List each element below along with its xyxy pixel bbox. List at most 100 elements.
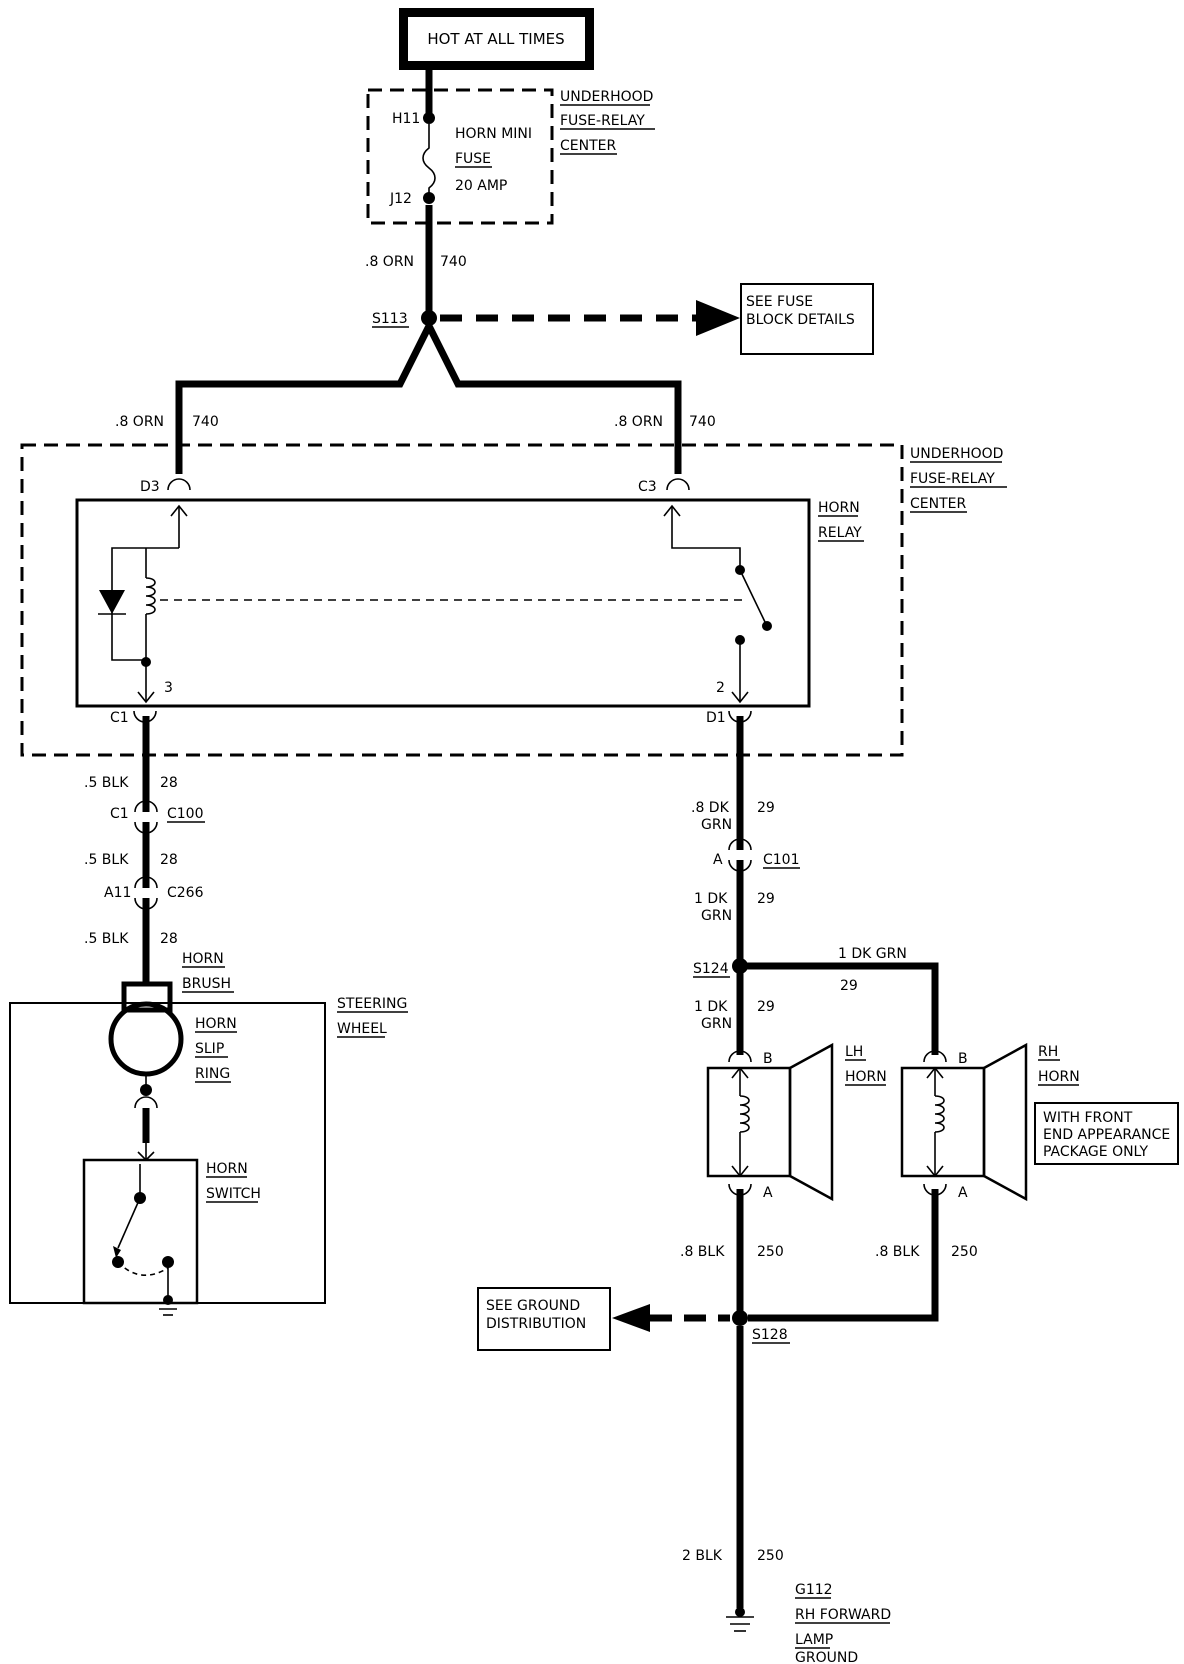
pin-d1: D1 <box>706 710 726 726</box>
relay-center-title-3: CENTER <box>910 496 966 512</box>
c101-pin: A <box>713 852 723 868</box>
lh-label-2: HORN <box>845 1069 887 1085</box>
horn-slip-ring <box>108 1001 184 1077</box>
right-circuit: 740 <box>689 414 716 430</box>
lh-gnd-circuit: 250 <box>757 1244 784 1260</box>
hot-at-all-times-box: HOT AT ALL TIMES <box>399 8 594 70</box>
brush-label-1: HORN <box>182 951 224 967</box>
lh-horn-bell <box>788 1042 834 1202</box>
ref-arrow <box>696 300 740 336</box>
lh-pin-b: B <box>763 1051 773 1067</box>
left-gauge: .8 ORN <box>115 414 164 430</box>
s113-label: S113 <box>372 311 408 327</box>
fuse-block-ref-1: SEE FUSE <box>746 294 813 310</box>
ground-ref-box <box>477 1287 611 1351</box>
splice-s113 <box>421 310 437 326</box>
branch-circuit: 29 <box>840 978 858 994</box>
pin-h11: H11 <box>392 111 420 127</box>
c266-pin: A11 <box>104 885 131 901</box>
blk3-gauge: .5 BLK <box>84 931 129 947</box>
terminal-3: 3 <box>164 680 173 696</box>
splice-s128 <box>732 1310 748 1326</box>
slip-label-3: RING <box>195 1066 230 1082</box>
grn1-gauge-2: GRN <box>701 817 732 833</box>
rh-note-3: PACKAGE ONLY <box>1043 1144 1148 1160</box>
main-gnd-gauge: 2 BLK <box>682 1548 723 1564</box>
c266-label: C266 <box>167 885 204 901</box>
rh-gnd-gauge: .8 BLK <box>875 1244 920 1260</box>
c100-pin: C1 <box>110 806 129 822</box>
pin-d3: D3 <box>140 479 160 495</box>
s128-label: S128 <box>752 1327 788 1343</box>
fuse-block-top: H11 J12 HORN MINI FUSE 20 AMP UNDERHOOD … <box>366 70 655 225</box>
slip-label-1: HORN <box>195 1016 237 1032</box>
lh-horn-coil <box>739 1095 750 1133</box>
fuse-block-title-1: UNDERHOOD <box>560 89 653 105</box>
relay-contact-arm <box>739 569 766 623</box>
lh-pin-a: A <box>763 1185 773 1201</box>
rh-horn-bell <box>982 1042 1028 1202</box>
rh-label-1: RH <box>1038 1044 1058 1060</box>
hot-label: HOT AT ALL TIMES <box>427 30 564 48</box>
ground-id: G112 <box>795 1582 833 1598</box>
horn-switch-arm <box>117 1197 141 1249</box>
fuse-block-ref-2: BLOCK DETAILS <box>746 312 855 328</box>
wire-left-740 <box>175 324 433 474</box>
horn-switch-box <box>82 1158 199 1305</box>
grn2-circuit: 29 <box>757 891 775 907</box>
pin-c1: C1 <box>110 710 129 726</box>
fuse-block-outline <box>366 88 554 225</box>
lh-horn-body <box>706 1066 792 1178</box>
switch-label-2: SWITCH <box>206 1186 261 1202</box>
main-gnd-circuit: 250 <box>757 1548 784 1564</box>
connector-c3 <box>666 478 690 491</box>
lh-label-1: LH <box>845 1044 863 1060</box>
rh-note-2: END APPEARANCE <box>1043 1127 1170 1143</box>
grn3-gauge-2: GRN <box>701 1016 732 1032</box>
wire-right-740 <box>425 324 682 474</box>
steering-label-2: WHEEL <box>337 1021 387 1037</box>
slip-label-2: SLIP <box>195 1041 224 1057</box>
grn3-gauge-1: 1 DK <box>694 999 728 1015</box>
grn2-gauge-2: GRN <box>701 908 732 924</box>
branch-gauge: 1 DK GRN <box>838 946 907 962</box>
fuse-name-1: HORN MINI <box>455 126 532 142</box>
relay-label-1: HORN <box>818 500 860 516</box>
brush-label-2: BRUSH <box>182 976 231 992</box>
lh-horn: B A LH HORN <box>706 1042 887 1202</box>
rh-label-2: HORN <box>1038 1069 1080 1085</box>
grn2-gauge-1: 1 DK <box>694 891 728 907</box>
grn1-gauge-1: .8 DK <box>691 800 730 816</box>
fuse-block-title-2: FUSE-RELAY <box>560 113 645 129</box>
s124-label: S124 <box>693 961 729 977</box>
left-circuit: 740 <box>192 414 219 430</box>
pin-j12-dot <box>423 192 435 204</box>
terminal-2: 2 <box>716 680 725 696</box>
ground-line-3: GROUND <box>795 1650 858 1664</box>
wire-dkgrn-branch <box>740 962 939 1055</box>
relay-coil <box>145 577 156 615</box>
grn3-circuit: 29 <box>757 999 775 1015</box>
lh-connector-b <box>728 1050 752 1063</box>
pin-h11-dot <box>423 112 435 124</box>
rh-horn-coil <box>934 1095 945 1133</box>
rh-note-1: WITH FRONT <box>1043 1110 1133 1126</box>
ground-ref-2: DISTRIBUTION <box>486 1316 586 1332</box>
ground-line-2: LAMP <box>795 1632 833 1648</box>
c100-label: C100 <box>167 806 204 822</box>
pin-j12: J12 <box>389 191 412 207</box>
relay-diode <box>99 590 125 614</box>
blk2-gauge: .5 BLK <box>84 852 129 868</box>
connector-d3 <box>167 478 191 491</box>
fuse-block-ref-box <box>740 283 874 355</box>
steering-wheel: HORN BRUSH HORN SLIP RING STEERING WHEEL… <box>9 951 408 1316</box>
rh-pin-b: B <box>958 1051 968 1067</box>
horn-fuse-symbol <box>422 124 436 194</box>
right-gauge: .8 ORN <box>614 414 663 430</box>
rh-horn: B A RH HORN WITH FRONT END APPEARANCE PA… <box>900 1042 1179 1202</box>
horn-brush <box>121 981 173 1013</box>
blk1-circuit: 28 <box>160 775 178 791</box>
relay-label-2: RELAY <box>818 525 862 541</box>
lh-gnd-gauge: .8 BLK <box>680 1244 725 1260</box>
